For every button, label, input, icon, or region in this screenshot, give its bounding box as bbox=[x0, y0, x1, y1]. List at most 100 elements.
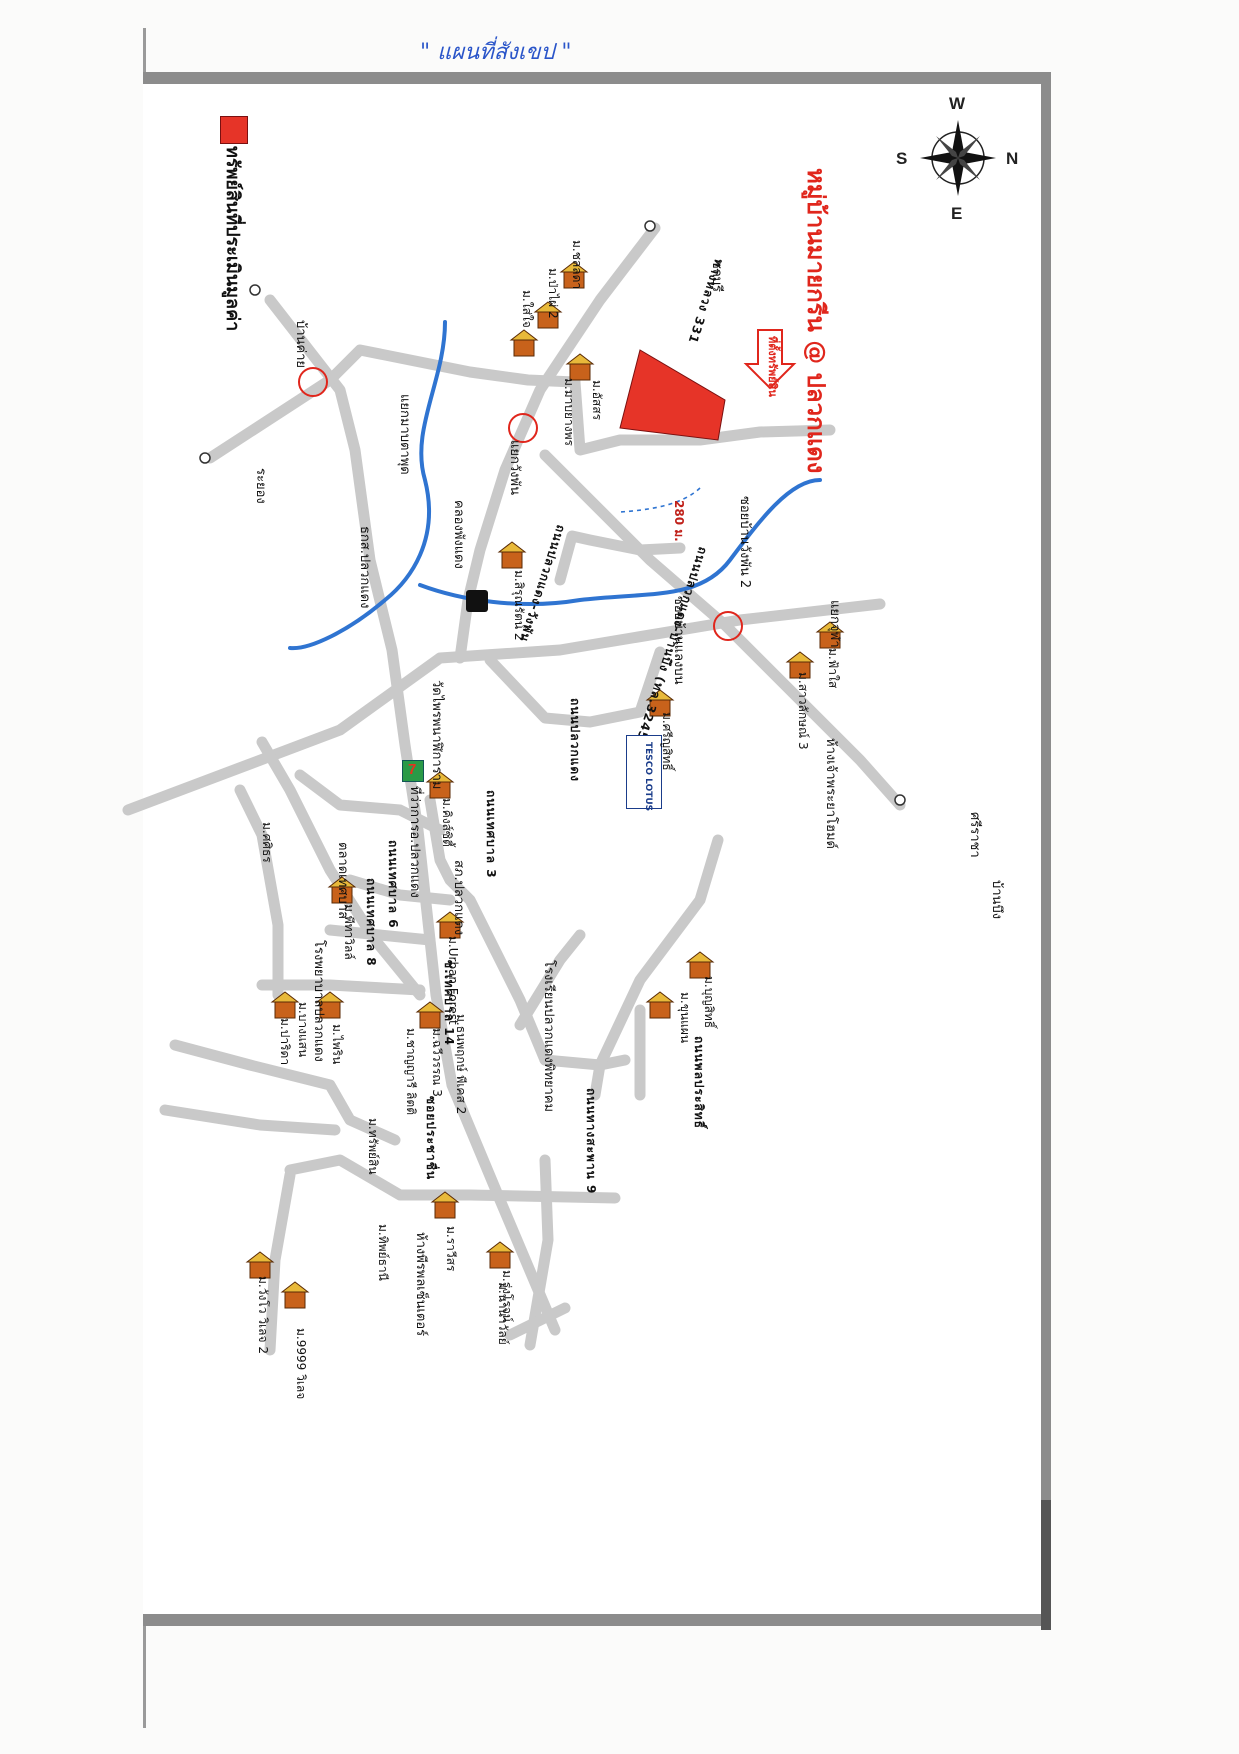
road-segment bbox=[256, 979, 426, 996]
house-icon bbox=[645, 689, 675, 717]
street-label: ถนนพลประสิทธิ์ bbox=[692, 1036, 706, 1130]
house-icon bbox=[270, 991, 300, 1019]
house-roof bbox=[685, 951, 715, 963]
road-end-dot bbox=[249, 284, 261, 296]
house-body bbox=[419, 1011, 441, 1029]
village-label: ม.ฟ้าใส bbox=[826, 648, 840, 689]
house-icon bbox=[415, 1001, 445, 1029]
house-icon bbox=[435, 911, 465, 939]
house-roof bbox=[485, 1241, 515, 1253]
compass-west: W bbox=[949, 94, 966, 113]
junction-markers bbox=[298, 367, 743, 641]
soi-label: ซอยบ้านวังพัน 2 bbox=[737, 496, 752, 589]
village-label: ม.ธนพฤกษ์ พีเคส 2 bbox=[454, 1014, 468, 1115]
property-parcel[interactable] bbox=[619, 349, 726, 441]
house-icon bbox=[685, 951, 715, 979]
house-body bbox=[501, 551, 523, 569]
village-label: ม.บางแสน bbox=[296, 1002, 310, 1058]
village-label: ม.พีทาวิลล์ bbox=[342, 904, 356, 960]
compass-east: E bbox=[951, 204, 963, 223]
house-icon bbox=[485, 1241, 515, 1269]
house-icon bbox=[327, 876, 357, 904]
road-end-label: บ้านค่าย bbox=[293, 320, 308, 369]
handwritten-note: " แผนที่สังเขป " bbox=[420, 40, 572, 65]
house-roof bbox=[245, 1251, 275, 1263]
house-icon bbox=[565, 353, 595, 381]
house-icon bbox=[533, 301, 563, 329]
junction-circle bbox=[298, 367, 328, 397]
scan-edge-mark bbox=[1041, 1500, 1051, 1630]
road-segment bbox=[524, 1154, 554, 1351]
road-segment bbox=[514, 929, 586, 1031]
village-label: ม.ราวีสร bbox=[444, 1226, 458, 1272]
village-label: ม.ไพริน bbox=[330, 1024, 344, 1065]
road-segment bbox=[539, 449, 906, 811]
junction-label: แยกมาบตาพุด bbox=[397, 394, 412, 475]
house-roof bbox=[785, 651, 815, 663]
house-icon bbox=[497, 541, 527, 569]
house-icon bbox=[559, 261, 589, 289]
house-roof bbox=[435, 911, 465, 923]
village-label: ม.นานาวัลย์ bbox=[496, 1282, 510, 1345]
legend-label: ทรัพย์สินที่ประเมินมูลค่า bbox=[222, 146, 243, 332]
canal-label: คลองพังแดง bbox=[451, 500, 466, 569]
road-segment bbox=[204, 344, 581, 464]
village-label: ม.ทิพย์ธานี bbox=[376, 1224, 390, 1281]
village-label: ม.ฉวีวรรณ 3 bbox=[430, 1028, 444, 1097]
house-roof bbox=[559, 261, 589, 273]
house-roof bbox=[425, 771, 455, 783]
road-end-label: บ้านบึง bbox=[989, 880, 1004, 920]
house-icon bbox=[785, 651, 815, 679]
road-segment bbox=[122, 598, 886, 816]
road-end-dot bbox=[894, 794, 906, 806]
house-body bbox=[274, 1001, 296, 1019]
distance-dotted-path bbox=[619, 487, 701, 513]
bridge-icon bbox=[466, 590, 488, 612]
village-label: ม.มาบยางพร bbox=[562, 378, 576, 446]
road-segment bbox=[504, 1302, 571, 1341]
canal-segment bbox=[288, 320, 447, 651]
house-roof bbox=[815, 621, 845, 633]
road-segment bbox=[589, 1059, 606, 1101]
place-label: วัดไพรพนาฬิการาม bbox=[429, 680, 444, 790]
house-roof bbox=[497, 541, 527, 553]
house-body bbox=[513, 339, 535, 357]
house-body bbox=[649, 1001, 671, 1019]
street-label: ถนนเทศบาล 6 bbox=[386, 840, 400, 929]
road-end-label: ชลบุรี bbox=[709, 260, 724, 293]
house-roof bbox=[430, 1191, 460, 1203]
tesco-lotus-label: TESCO LOTUS bbox=[643, 742, 653, 812]
place-label: ห้างเจ้าพระยาโฮมด์ bbox=[823, 738, 838, 849]
house-body bbox=[284, 1291, 306, 1309]
village-label: ม.ใส่ใจ bbox=[520, 290, 534, 328]
road-segment bbox=[264, 1169, 296, 1356]
canal-network bbox=[288, 320, 822, 651]
road-segment bbox=[594, 834, 724, 1071]
village-label: ม.บุญสิทธิ์ bbox=[702, 976, 716, 1029]
village-label: ม.ศศิธร bbox=[260, 822, 274, 863]
street-label: ถนนเทศบาล 8 bbox=[364, 878, 378, 967]
village-label: ม.สาวลักษณ์ 3 bbox=[796, 672, 810, 750]
road-segment bbox=[256, 736, 426, 1001]
house-roof bbox=[645, 991, 675, 1003]
place-label: ที่ว่าการอ.ปลวกแดง bbox=[407, 786, 422, 898]
road-segment bbox=[159, 1104, 341, 1136]
canal-segment bbox=[418, 478, 822, 606]
place-label: ห้างพีรพลเซ็นเตอร์ bbox=[413, 1232, 428, 1337]
house-body bbox=[434, 1201, 456, 1219]
village-label: ม.วังโว วิเลจ 2 bbox=[256, 1276, 270, 1354]
house-roof bbox=[645, 689, 675, 701]
place-label: ธกส.ปลวกแดง bbox=[357, 526, 372, 609]
house-roof bbox=[509, 329, 539, 341]
property-arrow-icon bbox=[743, 329, 797, 390]
road-segment bbox=[344, 874, 456, 906]
road-segment bbox=[324, 924, 436, 946]
village-label: ม.ขุนแผน bbox=[678, 992, 692, 1044]
house-roof bbox=[280, 1281, 310, 1293]
house-icon bbox=[815, 621, 845, 649]
compass-rose-icon bbox=[920, 120, 996, 196]
village-label: ม.ทรัพย์สิน bbox=[366, 1118, 380, 1175]
house-roof bbox=[270, 991, 300, 1003]
distance-label: 280 ม. bbox=[672, 500, 686, 542]
